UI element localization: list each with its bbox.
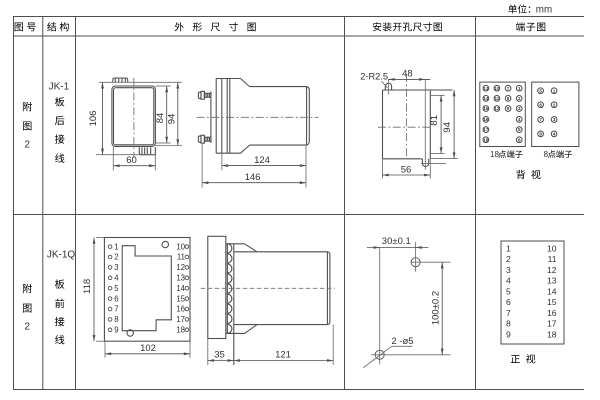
- svg-text:121: 121: [275, 349, 291, 360]
- svg-text:102: 102: [140, 343, 156, 354]
- svg-text:94: 94: [167, 114, 178, 125]
- svg-text:1: 1: [506, 243, 511, 253]
- svg-text:3: 3: [506, 265, 511, 275]
- svg-text:18: 18: [490, 150, 500, 159]
- svg-text:12: 12: [494, 106, 500, 111]
- svg-text:11: 11: [495, 96, 500, 101]
- svg-text:106: 106: [88, 111, 99, 127]
- svg-text:3: 3: [553, 117, 556, 122]
- svg-text:1: 1: [114, 242, 118, 251]
- svg-text:30±0.1: 30±0.1: [382, 236, 411, 247]
- svg-text:124: 124: [254, 155, 270, 166]
- svg-text:2: 2: [24, 140, 30, 151]
- svg-text:15: 15: [483, 106, 489, 111]
- svg-text:6: 6: [518, 137, 521, 142]
- svg-text:6: 6: [539, 102, 542, 107]
- svg-text:84: 84: [155, 113, 166, 124]
- svg-text:15: 15: [547, 297, 557, 307]
- svg-text:94: 94: [442, 122, 453, 133]
- svg-text:2-R2.5: 2-R2.5: [360, 72, 388, 82]
- svg-text:3: 3: [518, 106, 521, 111]
- svg-text:14: 14: [176, 284, 185, 293]
- svg-text:4: 4: [518, 117, 521, 122]
- svg-text:7: 7: [114, 305, 118, 314]
- svg-text:JK-1: JK-1: [49, 81, 70, 92]
- svg-text:11: 11: [177, 253, 185, 262]
- svg-text:48: 48: [402, 69, 413, 80]
- svg-text:7: 7: [539, 117, 542, 122]
- svg-text:5: 5: [518, 127, 521, 132]
- svg-text:2: 2: [114, 253, 118, 262]
- svg-text:13: 13: [483, 86, 489, 91]
- svg-text:7: 7: [506, 308, 511, 318]
- svg-text:4: 4: [114, 274, 119, 283]
- svg-text:14: 14: [547, 286, 557, 296]
- svg-text:4: 4: [553, 132, 556, 137]
- svg-text:8: 8: [507, 96, 510, 101]
- svg-text:9: 9: [507, 106, 510, 111]
- svg-text:10: 10: [547, 243, 557, 253]
- svg-text:13: 13: [176, 274, 185, 283]
- svg-text:8: 8: [539, 132, 542, 137]
- svg-text:6: 6: [506, 297, 511, 307]
- svg-text:6: 6: [114, 294, 118, 303]
- svg-text:1: 1: [553, 88, 556, 93]
- svg-text:7: 7: [507, 86, 510, 91]
- svg-text:1: 1: [518, 86, 521, 91]
- svg-text:3: 3: [114, 263, 118, 272]
- svg-text:8: 8: [544, 150, 549, 159]
- svg-text:2 -ø5: 2 -ø5: [391, 336, 413, 347]
- svg-text:18: 18: [176, 326, 185, 335]
- svg-text:5: 5: [506, 286, 511, 296]
- svg-text:100±0.2: 100±0.2: [430, 291, 441, 325]
- svg-text:2: 2: [506, 254, 511, 264]
- svg-text:2: 2: [553, 102, 556, 107]
- svg-text:13: 13: [547, 276, 557, 286]
- svg-text:10: 10: [176, 242, 185, 251]
- svg-text:35: 35: [214, 349, 225, 360]
- svg-text:18: 18: [547, 329, 557, 339]
- svg-text:146: 146: [245, 172, 261, 183]
- svg-text:9: 9: [506, 329, 511, 339]
- svg-text:17: 17: [547, 319, 557, 329]
- svg-text:60: 60: [126, 155, 137, 166]
- svg-text:12: 12: [176, 263, 185, 272]
- svg-text:mm: mm: [536, 4, 552, 15]
- svg-text:5: 5: [539, 88, 542, 93]
- svg-text:2: 2: [24, 322, 30, 333]
- svg-text:9: 9: [114, 326, 118, 335]
- svg-text:56: 56: [401, 164, 412, 175]
- svg-text:15: 15: [176, 294, 185, 303]
- svg-text:81: 81: [429, 115, 440, 126]
- svg-text:18: 18: [483, 137, 489, 142]
- svg-text:8: 8: [114, 315, 118, 324]
- svg-text:8: 8: [506, 319, 511, 329]
- svg-text:4: 4: [506, 276, 511, 286]
- svg-text:12: 12: [547, 265, 557, 275]
- svg-text:JK-1Q: JK-1Q: [47, 249, 76, 260]
- svg-text:2: 2: [518, 96, 521, 101]
- svg-text:14: 14: [483, 96, 489, 101]
- svg-text:5: 5: [114, 284, 119, 293]
- svg-text:10: 10: [494, 86, 500, 91]
- svg-text:118: 118: [82, 279, 93, 294]
- svg-text:11: 11: [548, 254, 557, 264]
- svg-text:16: 16: [547, 308, 557, 318]
- svg-text:16: 16: [483, 117, 489, 122]
- svg-text:17: 17: [176, 315, 185, 324]
- svg-text:16: 16: [176, 305, 185, 314]
- svg-text:17: 17: [483, 127, 489, 132]
